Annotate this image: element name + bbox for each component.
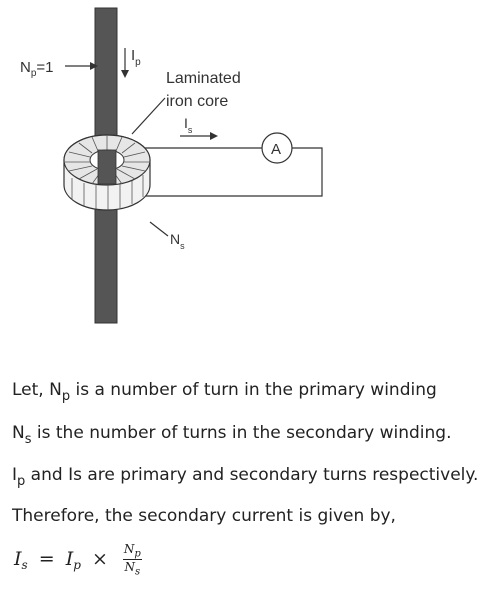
is-label: Is bbox=[184, 115, 193, 135]
formula-ip: I bbox=[65, 547, 74, 570]
ip-arrow-head bbox=[121, 70, 129, 78]
text-line-2-a: N bbox=[12, 423, 25, 443]
toroidal-core bbox=[63, 134, 151, 211]
formula-fraction: Np Ns bbox=[122, 542, 142, 578]
text-line-4: Therefore, the secondary current is give… bbox=[12, 506, 396, 526]
ns-label: Ns bbox=[170, 231, 185, 251]
text-line-3-sub: p bbox=[17, 474, 26, 489]
text-line-1: Let, Np is a number of turn in the prima… bbox=[12, 380, 437, 404]
formula-ip-sub: p bbox=[73, 557, 81, 572]
text-line-2: Ns is the number of turns in the seconda… bbox=[12, 423, 452, 447]
text-line-3-b: and Is are primary and secondary turns r… bbox=[25, 465, 479, 485]
core-label-line2: iron core bbox=[166, 93, 228, 110]
formula-numerator: Np bbox=[122, 542, 142, 561]
np-arrow-head bbox=[90, 62, 98, 70]
text-line-1-sub: p bbox=[61, 389, 71, 404]
text-line-2-sub: s bbox=[24, 432, 32, 447]
formula-denominator: Ns bbox=[124, 560, 141, 578]
ammeter bbox=[261, 132, 293, 164]
text-line-2-b: is the number of turns in the secondary … bbox=[31, 423, 452, 443]
text-line-1-b: is a number of turn in the primary windi… bbox=[70, 380, 437, 400]
ns-pointer bbox=[149, 221, 169, 237]
text-line-3-a: I bbox=[12, 465, 18, 485]
np-label: Np=1 bbox=[20, 59, 54, 79]
is-arrow-head bbox=[210, 132, 218, 140]
secondary-current-formula: Is = Ip × Np Ns bbox=[14, 542, 142, 578]
formula-lhs-sub: s bbox=[21, 557, 28, 572]
text-line-3: Ip and Is are primary and secondary turn… bbox=[12, 465, 479, 489]
core-pointer bbox=[131, 97, 166, 135]
text-line-1-a: Let, N bbox=[12, 380, 62, 400]
current-transformer-diagram: Np=1 Ip Laminated iron core Is A bbox=[20, 7, 323, 324]
core-label-line1: Laminated bbox=[166, 70, 241, 87]
formula-equals: = bbox=[38, 547, 55, 570]
ip-label: Ip bbox=[131, 47, 141, 68]
ammeter-label: A bbox=[271, 141, 281, 158]
secondary-wire-right bbox=[140, 147, 323, 197]
formula-times: × bbox=[91, 547, 108, 570]
formula-lhs: I bbox=[14, 547, 22, 570]
